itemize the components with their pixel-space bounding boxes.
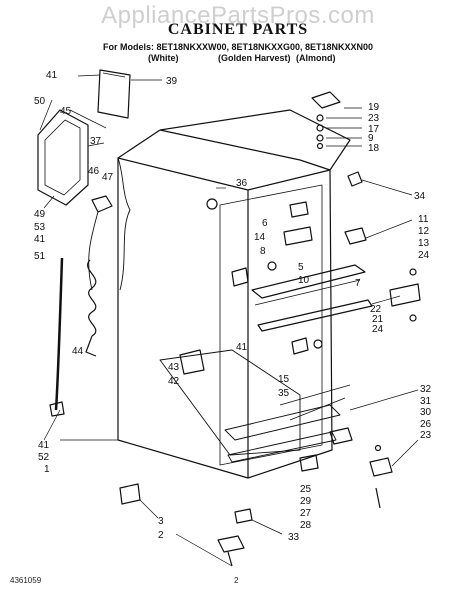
part-label: 26 [420,419,432,430]
watermark: AppliancePartsPros.com [101,2,375,29]
divider-rail [251,264,366,299]
part-label: 51 [34,251,46,262]
center-hinge [389,283,421,307]
part-label: 41 [38,440,50,451]
models-line: For Models: 8ET18NKXXW00, 8ET18NKXXG00, … [102,42,374,52]
part-label: 18 [368,143,380,154]
part-label: 27 [300,508,312,519]
latch [289,201,309,218]
part-label: 2 [158,530,164,541]
part-label: 12 [418,226,430,237]
control-housing [37,109,89,206]
plug-button [347,171,363,187]
diagram-title: CABINET PARTS [167,21,309,38]
part-label: 10 [298,275,310,286]
color-white: (White) [148,53,179,63]
part-label: 32 [420,384,432,395]
part-label: 5 [298,262,304,273]
part-label: 41 [34,234,46,245]
roller [119,483,141,505]
part-label: 28 [300,520,312,531]
part-label: 19 [368,102,380,113]
part-label: 3 [158,516,164,527]
part-label: 23 [368,113,380,124]
part-label: 52 [38,452,50,463]
part-label: 21 [372,314,384,325]
part-label: 36 [236,178,248,189]
part-label: 11 [418,214,429,225]
part-number-labels: 41 39 50 45 37 49 53 41 51 47 46 44 36 6… [34,70,432,543]
part-label: 6 [262,218,268,229]
part-label: 35 [278,388,290,399]
part-label: 41 [46,70,58,81]
part-label: 42 [168,376,180,387]
part-label: 39 [166,76,178,87]
door-stop [311,91,341,109]
leveling-leg [217,535,245,553]
footer-docnum: 4361059 [10,576,42,585]
part-label: 24 [418,250,430,261]
part-label: 43 [168,362,180,373]
part-label: 33 [288,532,300,543]
part-label: 25 [300,484,312,495]
part-label: 45 [60,106,72,117]
part-label: 24 [372,324,384,335]
part-label: 17 [368,124,380,135]
part-label: 14 [254,232,266,243]
part-label: 15 [278,374,290,385]
part-label: 46 [88,166,100,177]
part-label: 1 [44,464,50,475]
cabinet-left-side [117,157,249,479]
part-label: 50 [34,96,46,107]
part-label: 22 [370,304,382,315]
divider-bar [257,299,373,332]
machine-compartment [159,349,301,456]
part-label: 29 [300,496,312,507]
color-almond: (Almond) [296,53,336,63]
part-label: 34 [414,191,426,202]
part-label: 41 [236,342,248,353]
part-label: 13 [418,238,430,249]
hinge-cover [97,69,131,119]
part-label: 9 [368,133,374,144]
footer-page: 2 [234,576,239,585]
part-label: 7 [355,278,361,289]
bottom-hinge [369,457,393,477]
color-golden-harvest: (Golden Harvest) [218,53,291,63]
part-label: 37 [90,136,102,147]
part-label: 47 [102,172,114,183]
power-cord [87,259,97,337]
part-label: 49 [34,209,46,220]
part-label: 44 [72,346,84,357]
drain-tube [54,257,64,411]
part-label: 8 [260,246,266,257]
part-label: 53 [34,222,46,233]
part-label: 30 [420,407,432,418]
part-label: 23 [420,430,432,441]
part-label: 31 [420,396,432,407]
